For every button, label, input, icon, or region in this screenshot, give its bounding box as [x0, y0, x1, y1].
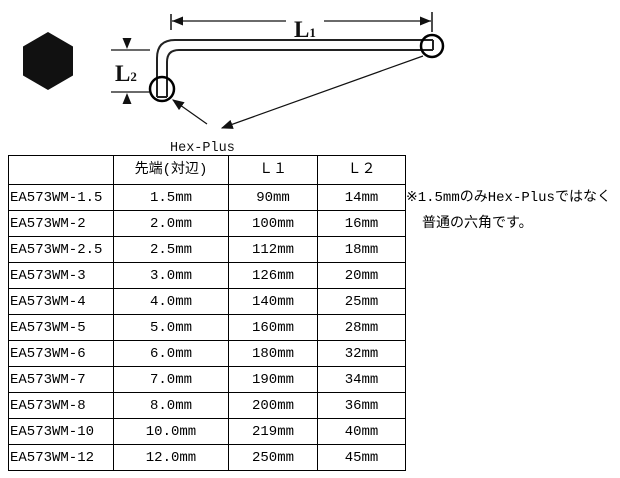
- cell-l1: 100mm: [228, 210, 318, 237]
- callout-line-long-tip: [220, 55, 424, 129]
- header-l2: Ｌ２: [317, 155, 406, 185]
- cell-l2: 16mm: [317, 210, 406, 237]
- l2-arrow-top: [122, 38, 132, 49]
- cell-tip: 2.0mm: [113, 210, 229, 237]
- cell-model: EA573WM-2: [8, 210, 114, 237]
- cell-l1: 180mm: [228, 340, 318, 367]
- cell-l2: 32mm: [317, 340, 406, 367]
- cell-l1: 250mm: [228, 444, 318, 471]
- cell-tip: 8.0mm: [113, 392, 229, 419]
- footnote-line-2: 普通の六角です。: [422, 216, 533, 232]
- header-model: [8, 155, 114, 185]
- callout-line-short-tip: [172, 99, 208, 125]
- cell-l2: 34mm: [317, 366, 406, 393]
- header-l1: Ｌ１: [228, 155, 318, 185]
- cell-l1: 200mm: [228, 392, 318, 419]
- cell-model: EA573WM-10: [8, 418, 114, 445]
- cell-model: EA573WM-6: [8, 340, 114, 367]
- short-tip-circle: [148, 75, 176, 103]
- cell-l2: 28mm: [317, 314, 406, 341]
- l1-label: L1: [294, 17, 316, 42]
- header-tip: 先端(対辺): [113, 155, 229, 185]
- cell-tip: 5.0mm: [113, 314, 229, 341]
- cell-l2: 20mm: [317, 262, 406, 289]
- l2-label-main: L: [115, 61, 130, 86]
- cell-tip: 3.0mm: [113, 262, 229, 289]
- l1-label-sub: 1: [309, 25, 316, 40]
- cell-tip: 10.0mm: [113, 418, 229, 445]
- cell-l2: 40mm: [317, 418, 406, 445]
- l2-label: L2: [115, 61, 137, 86]
- cell-l2: 14mm: [317, 184, 406, 211]
- cell-model: EA573WM-12: [8, 444, 114, 471]
- footnote-line-1: ※1.5mmのみHex-Plusではなく: [406, 190, 611, 206]
- cell-l1: 90mm: [228, 184, 318, 211]
- cell-model: EA573WM-7: [8, 366, 114, 393]
- cell-l2: 25mm: [317, 288, 406, 315]
- l1-arrow-right: [420, 16, 431, 26]
- l1-arrow-left: [172, 16, 183, 26]
- cell-tip: 1.5mm: [113, 184, 229, 211]
- l1-label-main: L: [294, 17, 309, 42]
- cell-model: EA573WM-3: [8, 262, 114, 289]
- callout-label: Hex-Plus: [170, 141, 235, 155]
- cell-tip: 4.0mm: [113, 288, 229, 315]
- cell-l1: 126mm: [228, 262, 318, 289]
- cell-tip: 12.0mm: [113, 444, 229, 471]
- table-header-row: 先端(対辺) Ｌ１ Ｌ２: [8, 155, 406, 185]
- hexagon-icon: [23, 32, 73, 90]
- cell-tip: 6.0mm: [113, 340, 229, 367]
- cell-model: EA573WM-4: [8, 288, 114, 315]
- spec-table-head: 先端(対辺) Ｌ１ Ｌ２: [8, 155, 406, 185]
- long-tip-circle: [419, 33, 445, 59]
- cell-l1: 140mm: [228, 288, 318, 315]
- cell-l1: 190mm: [228, 366, 318, 393]
- cell-l1: 112mm: [228, 236, 318, 263]
- cell-model: EA573WM-1.5: [8, 184, 114, 211]
- cell-l1: 160mm: [228, 314, 318, 341]
- cell-l2: 18mm: [317, 236, 406, 263]
- l2-label-sub: 2: [130, 69, 137, 84]
- l2-arrow-bottom: [122, 93, 132, 104]
- cell-tip: 2.5mm: [113, 236, 229, 263]
- cell-model: EA573WM-5: [8, 314, 114, 341]
- hex-key-outer-edge: [156, 39, 433, 97]
- cell-model: EA573WM-8: [8, 392, 114, 419]
- cell-l2: 45mm: [317, 444, 406, 471]
- hex-key-diagram: L1 L2 Hex-Plus: [23, 12, 445, 155]
- cell-model: EA573WM-2.5: [8, 236, 114, 263]
- footnote: ※1.5mmのみHex-Plusではなく 普通の六角です。: [406, 185, 618, 237]
- hex-key-inner-edge: [166, 49, 433, 97]
- cell-tip: 7.0mm: [113, 366, 229, 393]
- cell-l2: 36mm: [317, 392, 406, 419]
- cell-l1: 219mm: [228, 418, 318, 445]
